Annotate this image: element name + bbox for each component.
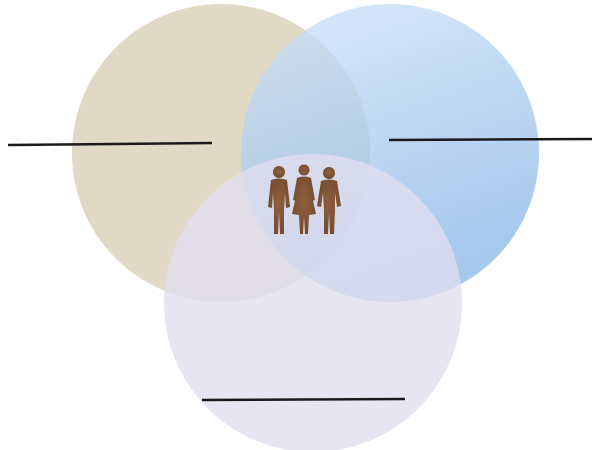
label-line-bottom — [202, 399, 405, 400]
label-line-right — [389, 139, 592, 140]
